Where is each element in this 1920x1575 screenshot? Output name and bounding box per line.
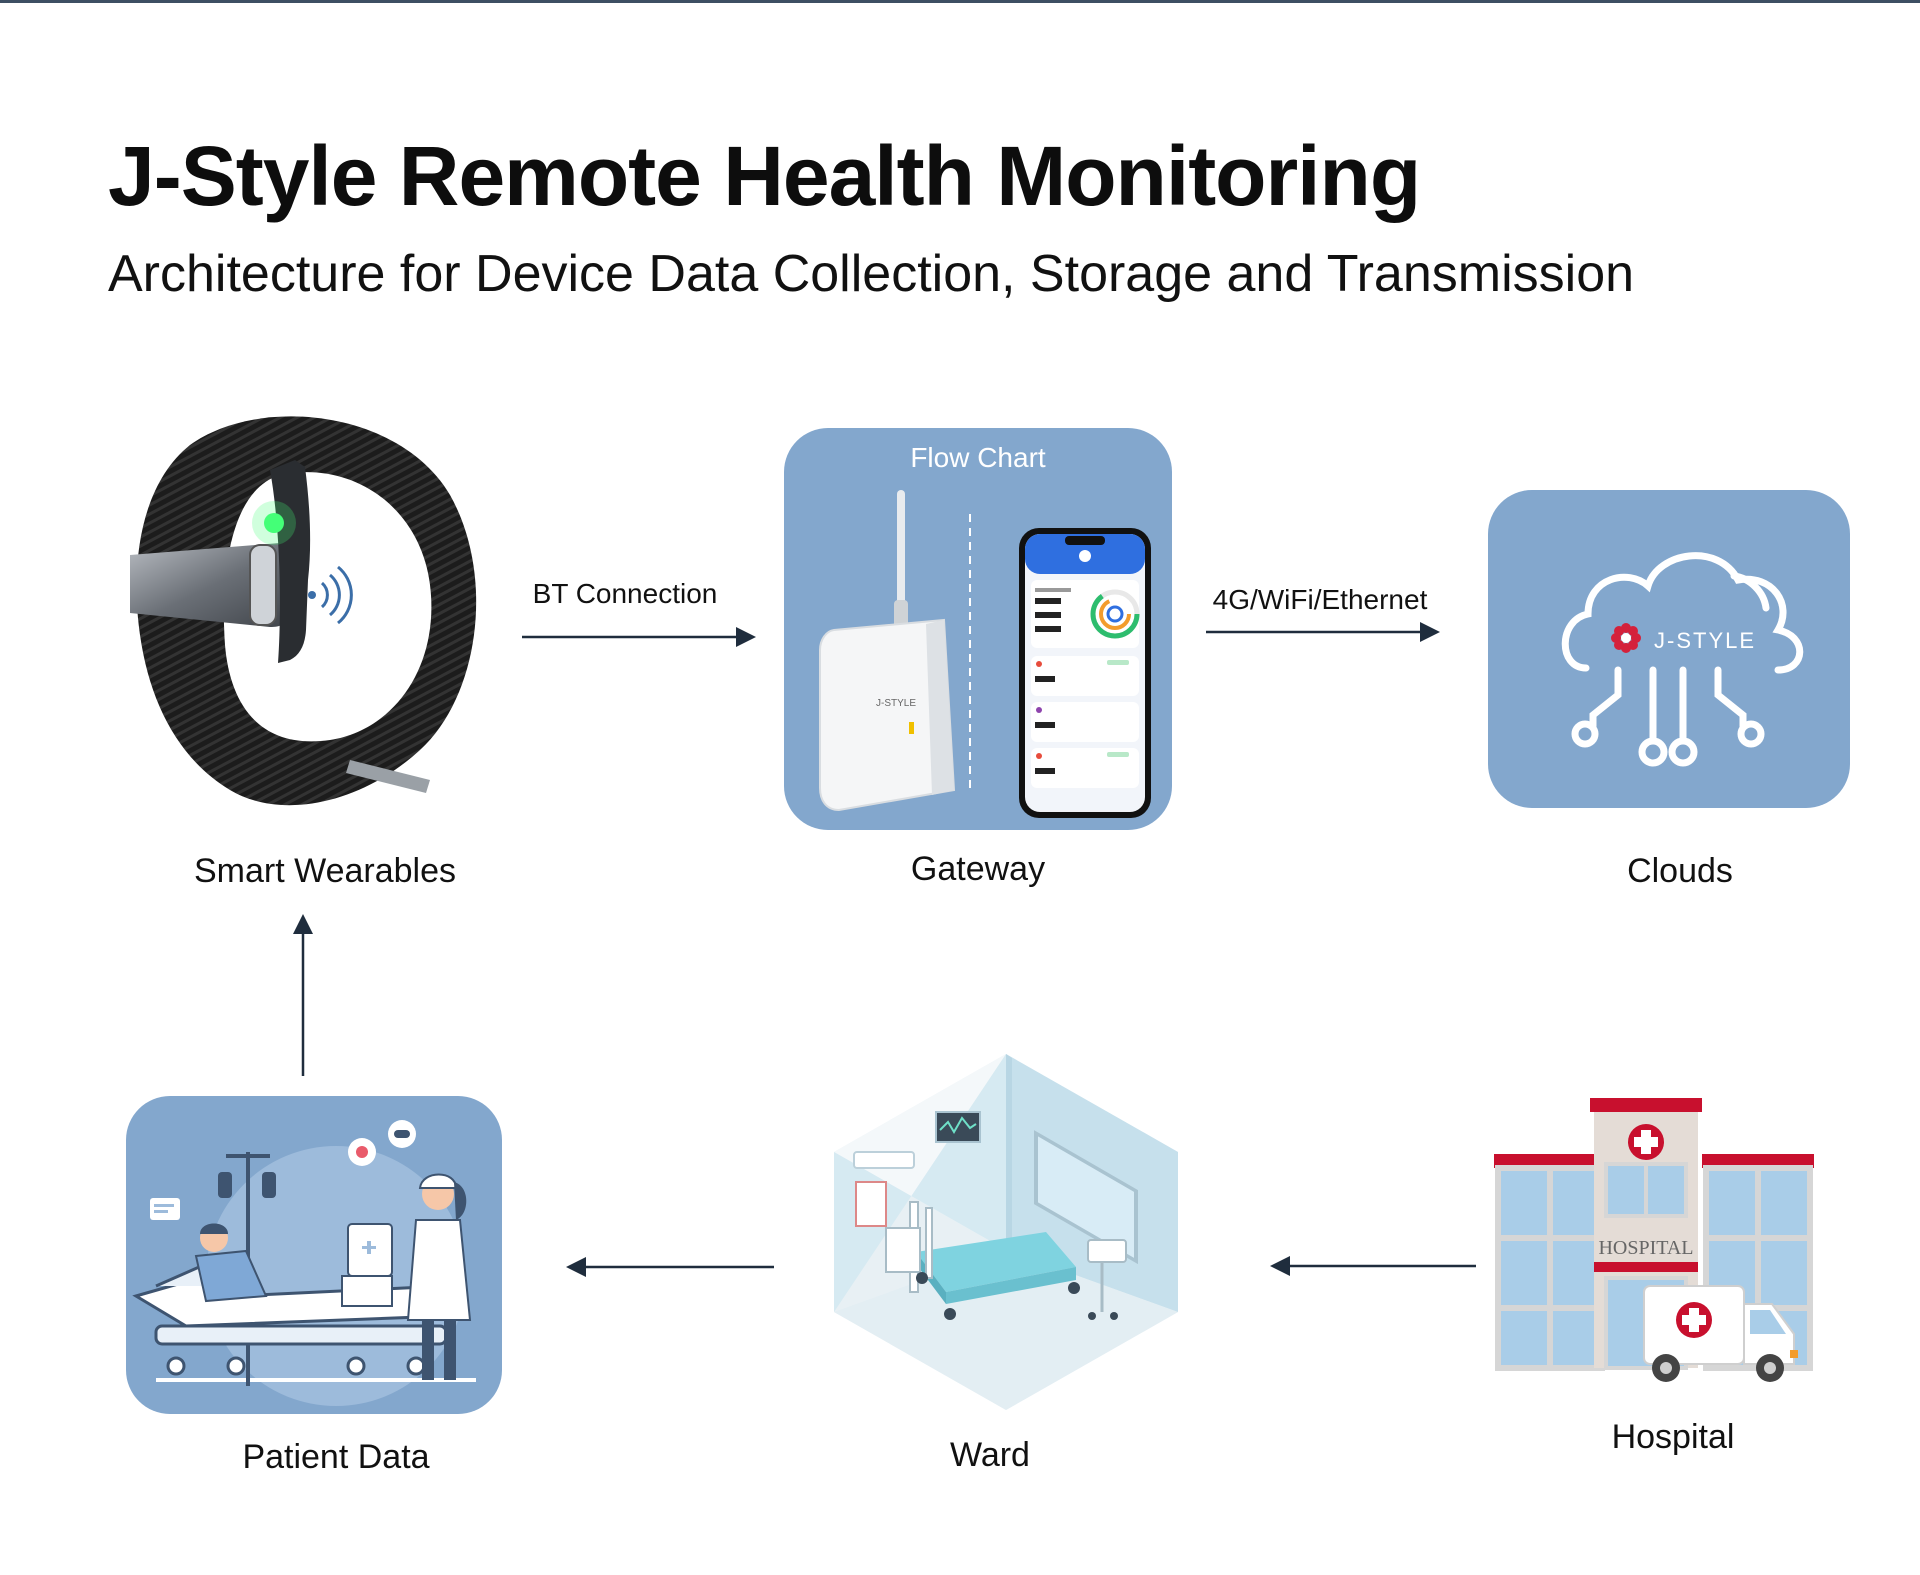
- cloud-brand-text: J-STYLE: [1654, 628, 1756, 653]
- smart-wearable-band-icon: [130, 416, 477, 806]
- arrow-left-icon: [566, 1257, 774, 1277]
- arrow-up-icon: [293, 914, 313, 1076]
- top-border-bar: [0, 0, 1920, 3]
- hospital-label: Hospital: [1611, 1418, 1735, 1456]
- gateway-panel: Flow Chart J-STYLE: [784, 428, 1172, 830]
- arrow-right-icon: [1206, 622, 1440, 642]
- patient-data-label: Patient Data: [242, 1438, 430, 1476]
- smart-wearables-label: Smart Wearables: [193, 852, 457, 890]
- gateway-device-brand: J-STYLE: [876, 698, 916, 709]
- network-connection-label: 4G/WiFi/Ethernet: [1212, 584, 1428, 615]
- smartphone-app-icon: [1019, 528, 1151, 818]
- clouds-label: Clouds: [1627, 852, 1733, 890]
- gateway-panel-title: Flow Chart: [910, 442, 1046, 473]
- clouds-panel: J-STYLE: [1488, 490, 1850, 808]
- hospital-sign-text: HOSPITAL: [1598, 1237, 1693, 1259]
- gateway-router-icon: J-STYLE: [819, 490, 956, 812]
- bt-connection-label: BT Connection: [532, 578, 718, 609]
- arrow-left-icon: [1270, 1256, 1476, 1276]
- cloud-network-icon: J-STYLE: [1561, 552, 1804, 767]
- hospital-ward-room-icon: [834, 1054, 1178, 1410]
- page-subtitle: Architecture for Device Data Collection,…: [108, 245, 1635, 303]
- patient-care-scene-icon: [132, 1120, 476, 1406]
- dashed-divider: [969, 514, 971, 794]
- ward-label: Ward: [950, 1436, 1030, 1474]
- page-title: J-Style Remote Health Monitoring: [108, 129, 1421, 223]
- gateway-label: Gateway: [910, 850, 1046, 888]
- arrow-right-icon: [522, 627, 756, 647]
- patient-data-panel: [126, 1096, 502, 1414]
- hospital-building-icon: HOSPITAL: [1494, 1098, 1814, 1382]
